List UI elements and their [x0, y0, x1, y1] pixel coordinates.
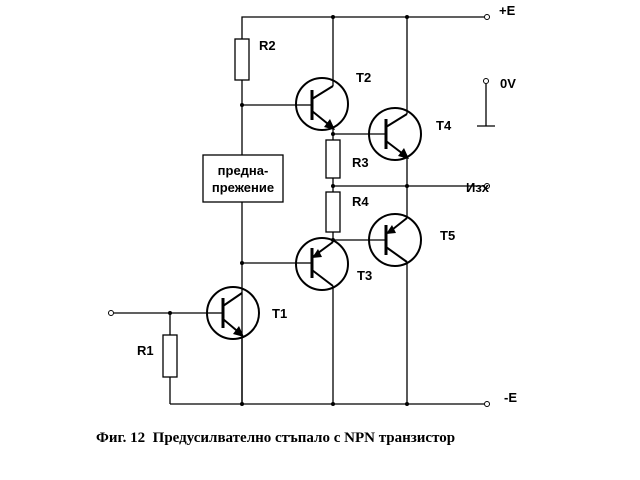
transistor-t3 — [295, 237, 349, 404]
ground-symbol — [477, 78, 495, 127]
r1-label: R1 — [137, 343, 154, 358]
r4-label: R4 — [352, 194, 369, 209]
input-terminal — [108, 310, 114, 316]
transistor-t1 — [206, 286, 260, 404]
positive-rail — [241, 14, 490, 39]
zero-v-label: 0V — [500, 76, 516, 91]
resistor-r3 — [325, 139, 341, 179]
r3-label: R3 — [352, 155, 369, 170]
transistor-t5 — [368, 213, 422, 404]
bias-line1: предна- — [218, 163, 269, 178]
t5-label: T5 — [440, 228, 455, 243]
resistor-r4 — [325, 191, 341, 233]
output-label: Изх — [466, 180, 490, 195]
transistor-t2 — [295, 17, 349, 140]
r2-label: R2 — [259, 38, 276, 53]
output-terminal — [484, 183, 490, 189]
plus-e-label: +E — [499, 3, 516, 18]
bias-block — [202, 154, 284, 203]
t4-label: T4 — [436, 118, 452, 133]
minus-e-terminal — [484, 401, 490, 407]
plus-e-terminal — [484, 14, 490, 20]
transistor-t4 — [368, 17, 422, 218]
negative-rail — [170, 401, 490, 407]
minus-e-label: -E — [504, 390, 517, 405]
figure-caption: Фиг. 12 Предусилвателно стъпало с NPN тр… — [96, 430, 455, 446]
resistor-r1 — [162, 334, 178, 378]
t2-label: T2 — [356, 70, 371, 85]
resistor-r2 — [234, 38, 250, 81]
bias-line2: прежение — [212, 180, 274, 195]
t1-label: T1 — [272, 306, 287, 321]
t3-label: T3 — [357, 268, 372, 283]
